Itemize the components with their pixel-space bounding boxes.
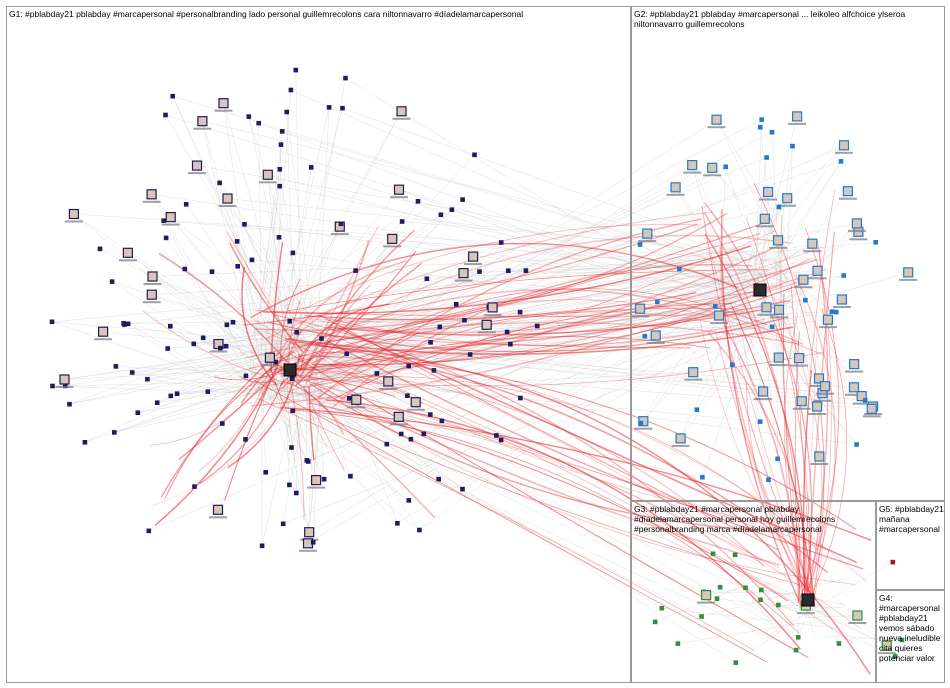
- group-box-g1: [6, 6, 631, 683]
- group-label-g1: G1: #pblabday21 pblabday #marcapersonal …: [9, 9, 629, 19]
- group-label-g4: G4: #marcapersonal #pblabday21 vemos sáb…: [879, 593, 945, 663]
- group-box-g2: [631, 6, 945, 501]
- group-label-g2: G2: #pblabday21 pblabday #marcapersonal …: [634, 9, 944, 29]
- group-label-g3: G3: #pblabday21 #marcapersonal pblabday …: [634, 504, 874, 534]
- group-label-g5: G5: #pblabday21 mañana #marcapersonal: [879, 504, 945, 534]
